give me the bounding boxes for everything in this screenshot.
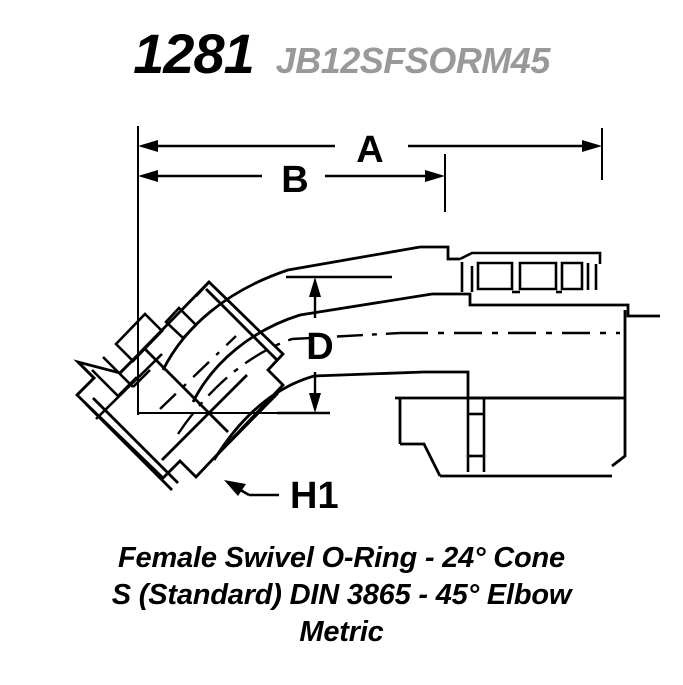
extension-lines: [137, 126, 603, 415]
technical-drawing: A B D H1: [0, 104, 683, 534]
elbow-root-face-2: [215, 392, 279, 457]
nut-chamfer-left: [76, 361, 96, 396]
elbow-root-face-1: [205, 288, 279, 362]
socket-shoulder: [466, 398, 486, 472]
nut-flat-line-1: [143, 347, 229, 433]
serration-tooth-3: [560, 261, 584, 291]
body-outer-profile: [432, 292, 660, 318]
arrowhead-a-right: [582, 140, 602, 152]
seat-line-2: [132, 369, 151, 388]
fitting-description: Female Swivel O-Ring - 24° Cone S (Stand…: [0, 540, 683, 650]
elbow-bore-centerline: [177, 331, 401, 435]
seat-line-3: [91, 369, 138, 398]
dimension-label-h1: H1: [290, 475, 339, 517]
elbow-outer-lower: [212, 370, 425, 461]
elbow-root: [205, 288, 279, 457]
serration-tooth-2: [518, 261, 558, 291]
ferrule-serrations: [459, 251, 602, 294]
fitting-diagram-svg: A B D H1: [73, 126, 660, 517]
body-step-lower: [424, 370, 620, 400]
caption-line-2: S (Standard) DIN 3865 - 45° Elbow: [111, 578, 572, 611]
arrowhead-b-left: [138, 170, 158, 182]
ferrule-neck-step: [441, 245, 460, 261]
arrowhead-d-down: [309, 393, 321, 413]
arrowhead-h1: [224, 480, 246, 496]
oring-seat-detail: [91, 306, 198, 420]
elbow-inner-upper: [191, 292, 433, 403]
fitting-body: [395, 245, 660, 478]
caption-line-3: Metric: [299, 615, 384, 648]
dimension-label-a: A: [356, 129, 383, 171]
nut-flat-line-2: [161, 374, 248, 461]
elbow-outer-upper: [161, 245, 421, 371]
swivel-nut: [73, 280, 285, 491]
page-header: 1281 JB12SFSORM45: [0, 26, 683, 98]
dimension-label-d: D: [306, 326, 333, 368]
part-number: 1281: [133, 22, 255, 85]
nut-bevel-top: [194, 281, 211, 297]
nut-bevel-left: [119, 359, 134, 374]
arrowhead-d-up: [309, 277, 321, 297]
arrowhead-b-right: [425, 170, 445, 182]
caption-line-1: Female Swivel O-Ring - 24° Cone: [118, 542, 565, 574]
dimension-line-d: [277, 275, 392, 415]
dimension-label-b: B: [281, 159, 308, 201]
ferrule-top-edge: [459, 251, 602, 264]
seat-line-4: [95, 353, 163, 420]
body-right-face: [611, 310, 627, 468]
part-code: JB12SFSORM45: [275, 40, 551, 81]
nut-outline: [73, 280, 285, 480]
serration-tooth-1: [476, 261, 514, 291]
nut-shoulder-a: [85, 403, 173, 491]
nut-shoulder-b: [92, 397, 179, 484]
body-bottom-left-step: [400, 442, 442, 477]
seat-pocket-lower: [114, 312, 164, 363]
arrowhead-a-left: [138, 140, 158, 152]
seat-line-1: [102, 356, 134, 388]
bore-centerline: [159, 335, 237, 410]
